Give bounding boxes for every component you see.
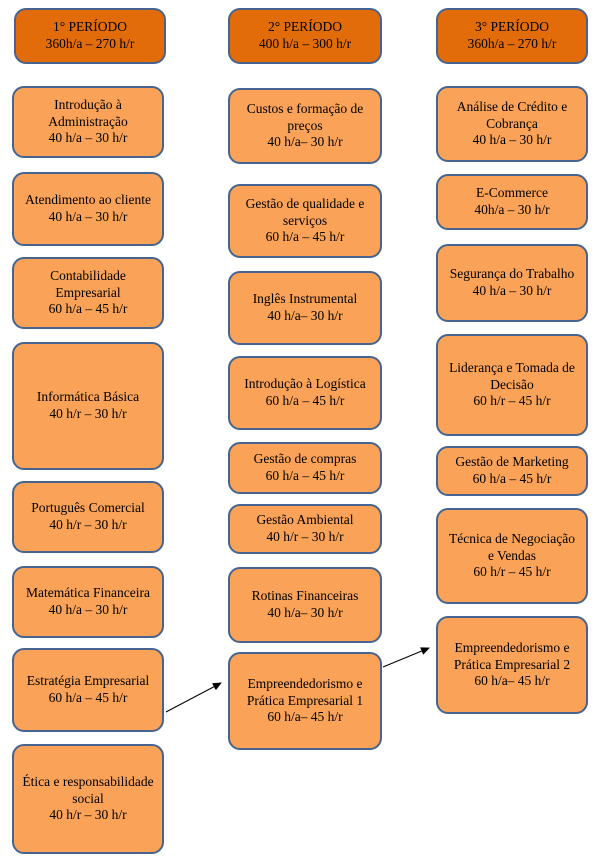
course-hours: 60 h/r – 45 h/r: [473, 393, 551, 409]
course-hours: 40 h/a – 30 h/r: [472, 283, 552, 298]
period-2-header: 2° PERÍODO 400 h/a – 300 h/r: [228, 8, 382, 64]
course-title: Custos e formação de preços: [246, 100, 364, 133]
course-box: Gestão de qualidade e serviços 60 h/a – …: [228, 184, 382, 258]
period-1-header: 1° PERÍODO 360h/a – 270 h/r: [14, 8, 166, 64]
period-3-header: 3° PERÍODO 360h/a – 270 h/r: [436, 8, 588, 64]
course-title: Gestão de qualidade e serviços: [245, 195, 365, 228]
course-hours: 40 h/a– 30 h/r: [267, 134, 343, 150]
course-title: Análise de Crédito e Cobrança: [456, 98, 568, 131]
course-title: Contabilidade Empresarial: [50, 267, 126, 300]
course-hours: 40 h/a – 30 h/r: [48, 130, 128, 146]
course-hours: 60 h/r – 45 h/r: [473, 564, 551, 580]
course-box: Técnica de Negociação e Vendas 60 h/r – …: [436, 508, 588, 604]
course-hours: 40 h/a – 30 h/r: [472, 132, 552, 148]
course-box: Matemática Financeira 40 h/a – 30 h/r: [12, 566, 164, 638]
course-title: Rotinas Financeiras: [251, 588, 359, 604]
course-hours: 60 h/a– 45 h/r: [267, 709, 343, 725]
course-hours: 40 h/r – 30 h/r: [266, 529, 344, 544]
course-title: Segurança do Trabalho: [449, 266, 575, 282]
period-title: 3° PERÍODO: [474, 19, 550, 35]
course-box: Gestão de Marketing 60 h/a – 45 h/r: [436, 446, 588, 496]
course-box: Rotinas Financeiras 40 h/a– 30 h/r: [228, 567, 382, 643]
course-box: Inglês Instrumental 40 h/a– 30 h/r: [228, 271, 382, 345]
course-title: Gestão Ambiental: [256, 512, 354, 528]
course-title: Matemática Financeira: [25, 585, 151, 601]
course-hours: 40 h/r – 30 h/r: [49, 517, 127, 532]
course-title: E-Commerce: [476, 185, 548, 201]
course-title: Introdução à Administração: [48, 96, 128, 129]
course-title: Ética e responsabilidade social: [22, 773, 154, 806]
course-box: Contabilidade Empresarial 60 h/a – 45 h/…: [12, 257, 164, 329]
flow-arrow: [382, 647, 430, 668]
course-box: Gestão Ambiental 40 h/r – 30 h/r: [228, 504, 382, 554]
course-hours: 40 h/r – 30 h/r: [49, 807, 127, 823]
period-title: 2° PERÍODO: [267, 19, 343, 35]
course-hours: 60 h/a – 45 h/r: [265, 393, 345, 408]
period-hours: 360h/a – 270 h/r: [467, 36, 557, 51]
course-title: Empreendedorismo e Prática Empresarial 2: [453, 639, 571, 672]
course-box: Gestão de compras 60 h/a – 45 h/r: [228, 442, 382, 494]
period-hours: 400 h/a – 300 h/r: [258, 36, 352, 51]
course-title: Atendimento ao cliente: [25, 192, 151, 208]
course-title: Estratégia Empresarial: [26, 673, 150, 689]
course-box: Estratégia Empresarial 60 h/a – 45 h/r: [12, 648, 164, 732]
course-hours: 60 h/a – 45 h/r: [265, 468, 345, 483]
course-title: Português Comercial: [31, 500, 145, 516]
course-box: Introdução à Logística 60 h/a – 45 h/r: [228, 356, 382, 430]
course-box: Informática Básica 40 h/r – 30 h/r: [12, 342, 164, 470]
course-box: Introdução à Administração 40 h/a – 30 h…: [12, 86, 164, 158]
course-hours: 40h/a – 30 h/r: [474, 202, 550, 217]
course-hours: 60 h/a – 45 h/r: [48, 301, 128, 317]
course-title: Gestão de Marketing: [455, 454, 569, 470]
course-box: Atendimento ao cliente 40 h/a – 30 h/r: [12, 172, 164, 246]
course-hours: 60 h/a – 45 h/r: [472, 471, 552, 486]
course-hours: 60 h/a – 45 h/r: [265, 229, 345, 245]
course-hours: 60 h/a– 45 h/r: [474, 673, 550, 689]
course-box: Análise de Crédito e Cobrança 40 h/a – 3…: [436, 86, 588, 162]
course-title: Empreendedorismo e Prática Empresarial 1: [246, 675, 364, 708]
course-title: Inglês Instrumental: [252, 291, 358, 307]
course-title: Gestão de compras: [253, 451, 357, 467]
course-hours: 60 h/a – 45 h/r: [48, 690, 128, 705]
course-box: Custos e formação de preços 40 h/a– 30 h…: [228, 88, 382, 164]
flow-arrow: [165, 682, 222, 713]
course-hours: 40 h/r – 30 h/r: [49, 406, 127, 421]
course-hours: 40 h/a – 30 h/r: [48, 209, 128, 224]
course-title: Informática Básica: [36, 389, 140, 405]
course-hours: 40 h/a– 30 h/r: [267, 605, 343, 620]
course-box: Português Comercial 40 h/r – 30 h/r: [12, 481, 164, 553]
course-box: Ética e responsabilidade social 40 h/r –…: [12, 744, 164, 854]
course-box: Segurança do Trabalho 40 h/a – 30 h/r: [436, 244, 588, 322]
period-hours: 360h/a – 270 h/r: [45, 36, 135, 51]
course-box: Liderança e Tomada de Decisão 60 h/r – 4…: [436, 334, 588, 436]
course-title: Técnica de Negociação e Vendas: [449, 530, 575, 563]
course-box: Empreendedorismo e Prática Empresarial 2…: [436, 616, 588, 714]
period-title: 1° PERÍODO: [52, 19, 128, 35]
course-title: Liderança e Tomada de Decisão: [449, 359, 575, 392]
course-box: Empreendedorismo e Prática Empresarial 1…: [228, 652, 382, 750]
course-hours: 40 h/a – 30 h/r: [48, 602, 128, 617]
course-box: E-Commerce 40h/a – 30 h/r: [436, 174, 588, 230]
course-hours: 40 h/a– 30 h/r: [267, 308, 343, 323]
course-title: Introdução à Logística: [244, 376, 366, 392]
